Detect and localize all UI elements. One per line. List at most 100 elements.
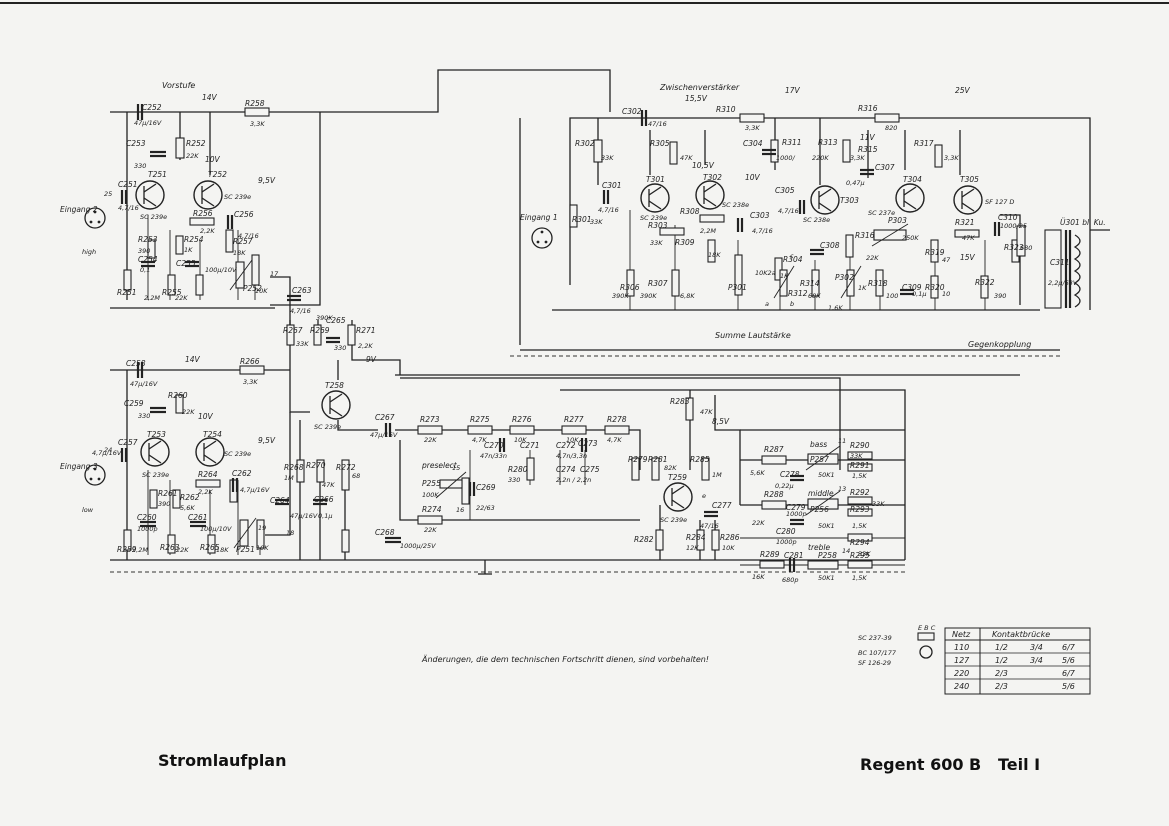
component-label: 22K [186,152,199,160]
label-vorstufe: Vorstufe [162,81,195,90]
component-label: 2,2M [144,294,160,302]
component-label: C301 [602,181,622,190]
capacitor-symbols [120,104,1001,572]
component-label: R322 [975,278,995,287]
component-label: 1,5K [852,472,867,480]
label-eingang-1: Eingang 1 [520,213,558,222]
component-label: 1000/25 [1000,222,1027,230]
component-label: 3/4 [1030,656,1043,665]
component-label: 2,2n / 2,2n [556,476,591,484]
component-label: 47K [700,408,713,416]
component-label: 1/2 [995,643,1008,652]
component-label: 12K [686,544,699,552]
component-label: BC 107/177 [858,649,897,657]
label-treble: treble [808,543,830,552]
label-middle: middle [808,489,834,498]
label-gegen: Gegenkopplung [968,340,1031,349]
component-label: 11 [838,437,846,445]
component-label: P256 [810,505,829,514]
component-label: R273 [420,415,440,424]
component-label: 3/4 [1030,643,1043,652]
component-label: R269 [310,326,330,335]
component-label: 1K [858,284,867,292]
component-label: T301 [646,175,665,184]
component-label: C272 [556,441,576,450]
component-label: T252 [208,170,227,179]
component-label: P302 [835,273,854,282]
component-label: 22K [752,519,765,527]
label-eingang-2: Eingang 2 [60,205,98,214]
component-label: b [790,300,794,308]
component-label: 110 [954,643,969,652]
title-model: Regent 600 B Teil I [860,755,1040,774]
component-label: 14V [202,93,218,102]
component-label: 1,5K [852,574,867,582]
component-label: 18K [216,546,229,554]
label-transformer: Ü301 bl. Ku. [1060,218,1106,227]
component-label: R251 [117,288,137,297]
label-preselect: preselect [421,461,458,470]
component-label: SC 239e [314,423,341,431]
component-label: R301 [572,215,592,224]
component-label: 220K [812,154,829,162]
component-label: 10V [745,173,761,182]
component-label: 10K2a [755,269,776,277]
component-label: R276 [512,415,532,424]
component-label: 127 [954,656,970,665]
component-label: 1K [780,272,789,280]
component-label: R274 [422,505,442,514]
component-label: R253 [138,235,158,244]
label-high: high [82,248,96,256]
component-label: 14 [842,547,850,555]
component-label: 19 [258,524,266,532]
component-label: R315 [858,145,878,154]
component-label: 390K [640,292,657,300]
component-label: R272 [336,463,356,472]
component-label: 0,47µ [846,179,865,187]
component-label: SC 239e [660,516,687,524]
component-label: R311 [782,138,802,147]
component-label: 1000p [776,538,797,546]
component-label: 10K [722,544,735,552]
component-label: C281 [784,551,804,560]
component-label: SC 237-39 [858,634,892,642]
component-label: 330 [508,476,520,484]
component-label: C303 [750,211,770,220]
component-label: R292 [850,488,870,497]
component-label: R312 [788,289,808,298]
label-eingang-3: Eingang 3 [60,462,98,471]
component-label: P303 [888,216,907,225]
component-label: 10,5V [692,161,715,170]
component-label: SC 239e [140,213,167,221]
component-label: 330 [334,344,346,352]
component-label: 680 [1020,244,1032,252]
component-label: C266 [314,495,334,504]
transistor-t252 [193,180,223,210]
component-label: R287 [764,445,784,454]
component-label: R286 [720,533,740,542]
component-label: 240 [954,682,969,691]
component-label: R306 [620,283,640,292]
component-label: 47/16 [648,120,667,128]
component-label: 2,2K [200,227,215,235]
component-label: 15V [960,253,976,262]
component-label: C277 [712,501,732,510]
component-label: R313 [818,138,838,147]
component-label: 14V [185,355,201,364]
component-label: 22/63 [476,504,495,512]
component-label: R271 [356,326,376,335]
component-label: 390 [138,247,150,255]
component-label: 5/6 [1062,656,1075,665]
component-label: R264 [198,470,218,479]
component-label: 4,7/16 [598,206,619,214]
component-label: 16K [752,573,765,581]
component-label: 22K [182,408,195,416]
component-label: 47/16 [700,522,719,530]
component-label: 100µ/10V [205,266,237,274]
component-label: R260 [168,391,188,400]
component-label: 22K [424,526,437,534]
component-label: 390K [316,314,333,322]
component-label: 2,2K [198,488,213,496]
output-transformer [1044,229,1110,309]
component-label: R307 [648,279,668,288]
